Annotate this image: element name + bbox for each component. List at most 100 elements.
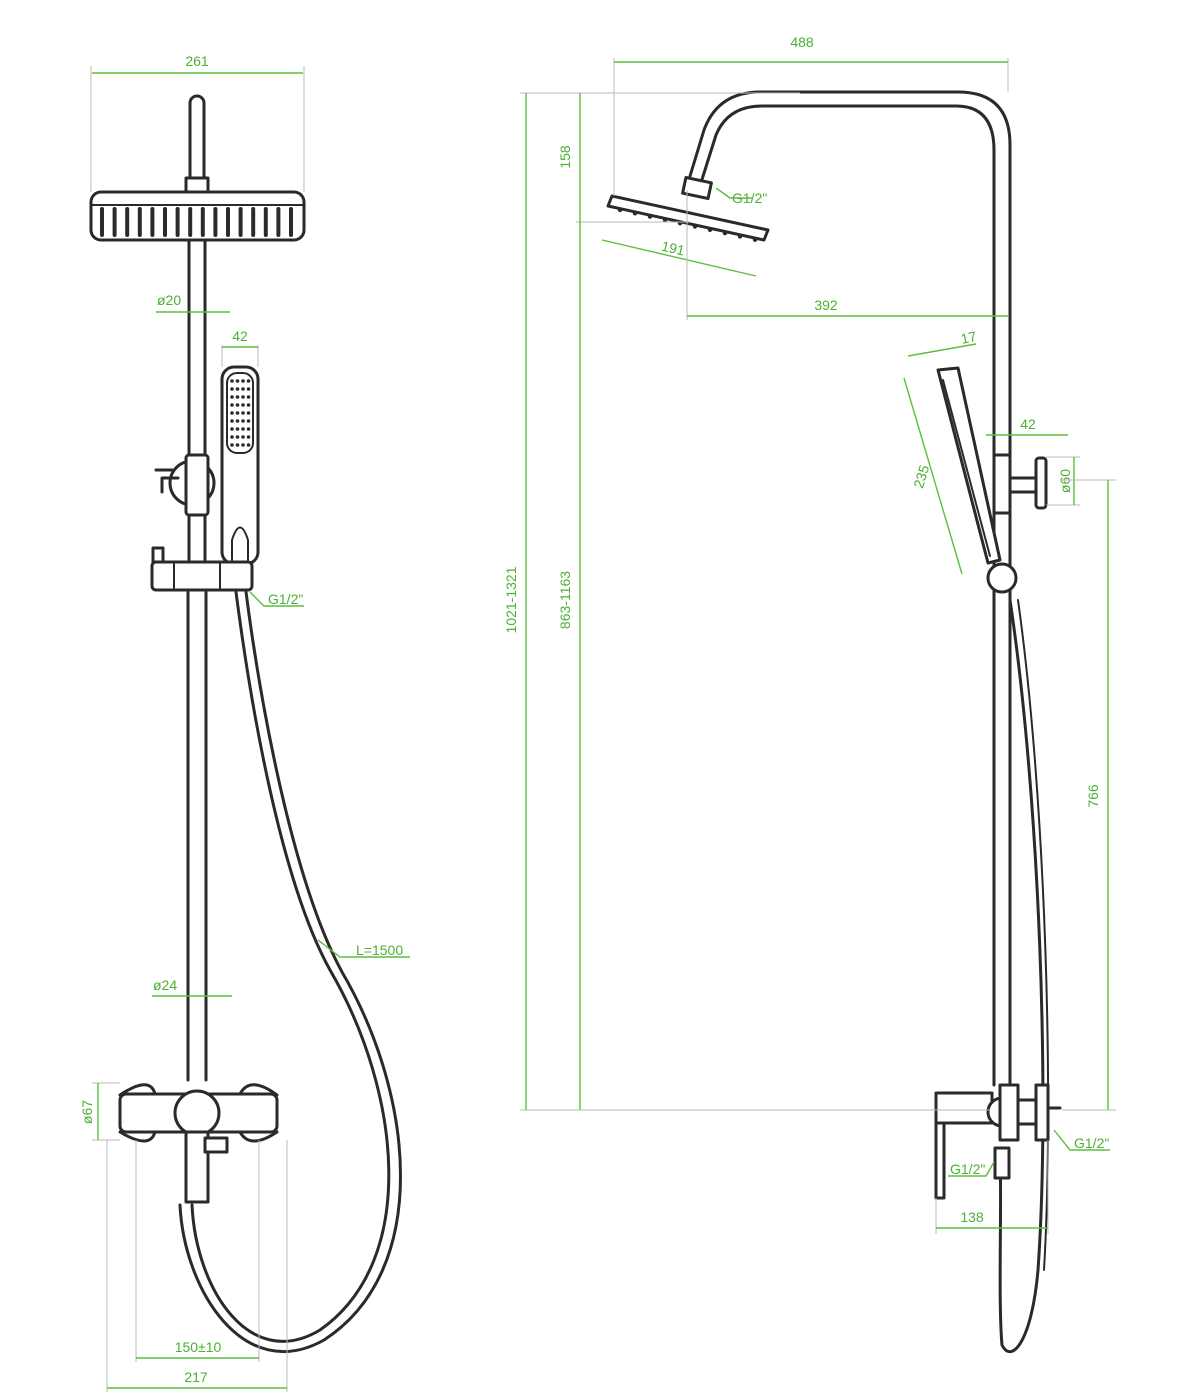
hand-nozzle <box>241 379 245 383</box>
dim-lower-pipe: ø24 <box>153 977 177 993</box>
hand-nozzle <box>235 443 240 447</box>
rain-head-side <box>606 194 770 242</box>
head-nozzles-side <box>617 207 758 242</box>
hand-nozzle <box>230 379 234 383</box>
rain-shower-head <box>89 190 306 242</box>
hand-nozzle <box>235 419 240 423</box>
side-nozzle <box>617 207 623 213</box>
nozzle <box>100 207 104 237</box>
hand-nozzle <box>241 419 245 423</box>
hand-nozzle <box>235 411 240 415</box>
dim-holder-depth: 42 <box>1020 416 1036 432</box>
hand-nozzle <box>241 435 245 439</box>
shower-hose-side <box>998 598 1045 1354</box>
hand-nozzle <box>230 403 234 407</box>
mixer-spout <box>184 1130 210 1204</box>
hand-nozzle <box>235 395 240 399</box>
dim-head-diameter: 191 <box>660 238 687 259</box>
nozzle <box>289 207 293 237</box>
nozzle <box>163 207 167 237</box>
dim-hand-head-width: 17 <box>959 328 978 347</box>
dim-holder-height: 766 <box>1085 784 1101 808</box>
hand-nozzle <box>230 387 234 391</box>
nozzle <box>150 207 155 237</box>
dim-head-drop: 158 <box>557 145 573 169</box>
hand-nozzle <box>235 387 240 391</box>
hand-nozzle <box>246 411 251 415</box>
mixer-side <box>934 1091 994 1125</box>
nozzle <box>213 207 218 237</box>
nozzle <box>276 207 281 237</box>
nozzle <box>263 207 268 237</box>
side-nozzle <box>752 237 758 242</box>
head-connector <box>184 176 210 194</box>
lower-rail <box>186 588 208 1082</box>
dim-overall-width: 217 <box>184 1369 208 1385</box>
hand-nozzle <box>235 379 240 383</box>
hand-nozzle <box>241 395 245 399</box>
dim-hand-width: 42 <box>232 328 248 344</box>
hand-shower-nozzles <box>230 379 251 447</box>
nozzle <box>188 207 193 237</box>
diverter-lever <box>154 468 180 494</box>
side-nozzle <box>662 217 668 223</box>
hand-nozzle <box>235 435 240 439</box>
nozzle <box>226 207 230 237</box>
hand-nozzle <box>241 403 245 407</box>
nozzle <box>137 207 142 237</box>
dim-head-width: 261 <box>185 53 209 69</box>
dim-holder-diameter: ø60 <box>1057 469 1073 493</box>
label-head-thread: G1/2" <box>732 190 767 206</box>
outlet-nut <box>1034 1083 1050 1142</box>
hand-nozzle <box>241 443 245 447</box>
label-hose-length: L=1500 <box>356 942 403 958</box>
side-nozzle <box>692 224 698 229</box>
front-view <box>89 94 402 1354</box>
dim-mixer-diameter: ø67 <box>79 1100 95 1124</box>
side-nozzle <box>632 211 638 216</box>
hand-nozzle <box>246 427 251 431</box>
hand-nozzle <box>241 427 245 431</box>
side-nozzle <box>647 214 653 219</box>
hand-nozzle <box>230 395 234 399</box>
hand-nozzle <box>241 411 245 415</box>
hand-nozzle <box>235 403 240 407</box>
hand-nozzle <box>230 411 234 415</box>
side-view <box>606 90 1062 1354</box>
hand-nozzle <box>230 419 234 423</box>
dim-hand-length: 235 <box>910 463 932 490</box>
hand-nozzle <box>241 387 245 391</box>
rail-holder <box>992 453 1012 515</box>
side-nozzle <box>722 230 728 236</box>
nozzle <box>175 207 180 237</box>
hand-nozzle <box>246 387 251 391</box>
mixer-handle <box>173 1089 221 1137</box>
hand-nozzle <box>235 427 240 431</box>
side-nozzle <box>737 234 743 239</box>
nozzle <box>112 207 117 237</box>
front-dimensions: 261 ø20 42 G1/2" L=1500 ø24 ø67 150±10 2… <box>79 53 410 1392</box>
diverter-body <box>184 453 210 517</box>
head-connector-side <box>681 175 713 201</box>
dim-mixer-depth: 138 <box>960 1209 984 1225</box>
nozzle <box>125 207 130 237</box>
dim-arm-width: 488 <box>790 34 814 50</box>
label-inlet-thread: G1/2" <box>1074 1135 1109 1151</box>
dim-total-height: 1021-1321 <box>503 566 519 633</box>
head-nozzles <box>100 207 293 237</box>
hand-nozzle <box>246 443 251 447</box>
shower-hose <box>190 590 391 1343</box>
label-outlet-thread: G1/2" <box>950 1161 985 1177</box>
dim-adjust-height: 863-1163 <box>557 571 573 629</box>
hand-nozzle <box>246 379 251 383</box>
slider-side <box>986 562 1018 594</box>
hand-nozzle <box>230 435 234 439</box>
hand-nozzle <box>230 443 234 447</box>
label-hose-thread: G1/2" <box>268 591 303 607</box>
dim-arm-reach: 392 <box>814 297 838 313</box>
hand-nozzle <box>246 419 251 423</box>
dim-center-distance: 150±10 <box>175 1339 222 1355</box>
slider-holder <box>150 560 254 592</box>
hand-nozzle <box>230 427 234 431</box>
